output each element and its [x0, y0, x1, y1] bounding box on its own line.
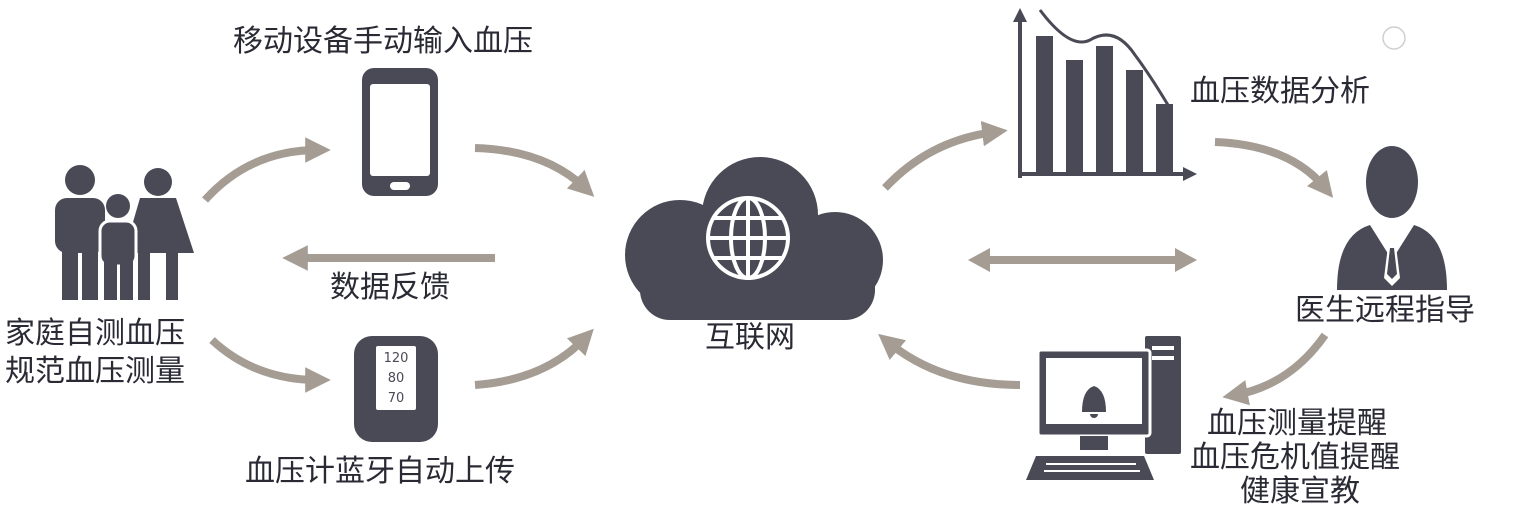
blood-pressure-monitor-icon: 120 80 70 — [354, 336, 438, 442]
family-label-line1: 家庭自测血压 — [5, 316, 185, 351]
watermark-logo — [1382, 26, 1406, 50]
computer-label-line2: 血压危机值提醒 — [1190, 440, 1400, 475]
family-icon — [55, 165, 194, 300]
computer-label-line3: 健康宣教 — [1240, 474, 1360, 509]
reading-systolic: 120 — [384, 351, 409, 366]
globe-icon — [706, 196, 790, 280]
arrow-phone-to-cloud — [474, 144, 595, 197]
arrow-computer-to-cloud — [878, 333, 1021, 389]
reading-pulse: 70 — [388, 391, 405, 406]
family-label-line2: 规范血压测量 — [5, 354, 185, 389]
cloud-label: 互联网 — [705, 320, 795, 355]
arrow-family-to-phone — [202, 137, 331, 203]
arrow-doctor-to-computer — [1222, 332, 1329, 406]
computer-label-line1: 血压测量提醒 — [1207, 406, 1387, 441]
doctor-label: 医生远程指导 — [1295, 293, 1475, 328]
bar-chart-icon — [1013, 8, 1197, 181]
arrow-cloud-to-chart — [882, 120, 1008, 191]
phone-icon — [362, 68, 438, 196]
double-arrow — [968, 248, 1197, 272]
arrow-monitor-to-cloud — [474, 328, 594, 389]
monitor-label: 血压计蓝牙自动上传 — [245, 454, 515, 489]
doctor-icon — [1337, 146, 1447, 290]
phone-label: 移动设备手动输入血压 — [233, 24, 533, 59]
arrow-family-to-monitor — [209, 337, 331, 393]
analysis-label: 血压数据分析 — [1190, 74, 1370, 109]
feedback-label: 数据反馈 — [330, 270, 450, 305]
computer-icon — [1026, 336, 1181, 480]
reading-diastolic: 80 — [388, 371, 405, 386]
flow-arrows — [202, 120, 1334, 406]
arrow-analysis-to-doctor — [1214, 138, 1334, 198]
